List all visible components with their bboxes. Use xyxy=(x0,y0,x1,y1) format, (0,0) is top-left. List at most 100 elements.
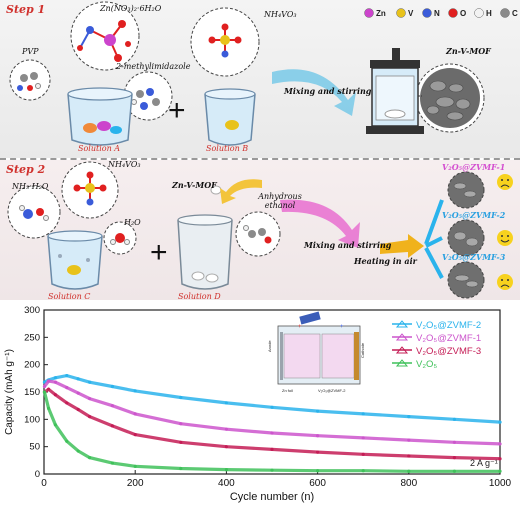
atom-legend-dot xyxy=(364,8,374,18)
legend-label: V₂O₅@ZVMF-3 xyxy=(416,346,481,357)
data-point xyxy=(452,456,456,460)
y-tick-label: 50 xyxy=(29,442,40,453)
data-point xyxy=(270,468,274,472)
nh4vo3-label-step1: NH₄VO₃ xyxy=(264,10,297,19)
atom-legend-label: H xyxy=(486,9,492,18)
data-point xyxy=(224,401,228,405)
data-point xyxy=(76,391,80,395)
inset-zn-foil-label: Zn foil xyxy=(282,388,293,393)
methylimidazole-label: 2-methylimidazole xyxy=(116,62,191,71)
data-point xyxy=(179,440,183,444)
product-label-3: V₂O₅@ZVMF-3 xyxy=(442,252,506,262)
data-point xyxy=(361,412,365,416)
solution-b-label: Solution B xyxy=(206,144,249,153)
solution-d-label: Solution D xyxy=(178,292,221,301)
data-point xyxy=(179,422,183,426)
series-line-3 xyxy=(42,391,500,473)
y-axis-label: Capacity (mAh g⁻¹) xyxy=(4,349,15,435)
data-point xyxy=(65,374,69,378)
step1-illustration: + xyxy=(9,1,485,146)
nh4vo3-label-step2: NH₄VO₃ xyxy=(108,160,141,169)
atom-legend-dot xyxy=(396,8,406,18)
legend-label: V₂O₅@ZVMF-2 xyxy=(416,320,481,331)
data-point xyxy=(53,376,58,380)
data-point xyxy=(110,461,114,465)
beaker-solution-d xyxy=(177,185,233,290)
pvp-molecule xyxy=(17,72,41,91)
data-point xyxy=(316,434,320,438)
y-tick-label: 150 xyxy=(24,387,40,398)
branch-arrow-1 xyxy=(424,199,444,245)
y-tick-label: 100 xyxy=(24,414,40,425)
legend-marker xyxy=(395,320,409,328)
zn-v-mof-label-step1: Zn-V-MOF xyxy=(446,46,491,56)
product-label-1: V₂O₅@ZVMF-1 xyxy=(442,162,506,172)
data-point xyxy=(76,449,80,453)
beaker-solution-b xyxy=(204,88,256,146)
data-point xyxy=(361,452,365,456)
y-tick-label: 250 xyxy=(24,332,40,343)
autoclave xyxy=(366,48,424,134)
plot-frame xyxy=(43,309,501,475)
inset-cathode-material-label: V₂O₅@ZVMF-2 xyxy=(318,388,346,393)
atom-legend-label: O xyxy=(460,9,466,18)
x-tick-label: 200 xyxy=(127,478,144,489)
x-axis-label: Cycle number (n) xyxy=(230,491,314,503)
legend-marker xyxy=(395,333,409,341)
data-point xyxy=(316,469,320,473)
data-point xyxy=(452,417,456,421)
data-point xyxy=(361,436,365,440)
h2o-label: H₂O xyxy=(124,218,141,227)
x-tick-label: 1000 xyxy=(489,478,512,489)
data-point xyxy=(88,456,92,460)
solution-c-label: Solution C xyxy=(48,292,91,301)
branch-arrow-2 xyxy=(425,236,443,248)
data-point xyxy=(110,404,114,408)
data-point xyxy=(53,380,58,384)
ethanol-label: Anhydrous ethanol xyxy=(258,192,302,210)
x-tick-label: 400 xyxy=(218,478,235,489)
product-sem-1 xyxy=(447,171,485,209)
data-point xyxy=(407,469,411,473)
data-point xyxy=(133,433,137,437)
data-point xyxy=(316,409,320,413)
plus-sign-step2: + xyxy=(150,236,168,269)
nh4vo3-molecule-1 xyxy=(208,23,242,58)
data-point xyxy=(76,377,80,381)
branch-arrow-3 xyxy=(424,247,444,279)
data-point xyxy=(179,395,183,400)
data-point xyxy=(110,424,114,428)
atom-legend-dot xyxy=(500,8,510,18)
heating-arrow xyxy=(380,234,424,258)
mixing-arrow-step1 xyxy=(272,69,356,116)
zn-v-mof-label-step2: Zn-V-MOF xyxy=(172,180,217,190)
data-point xyxy=(452,440,456,444)
heating-label: Heating in air xyxy=(354,256,417,266)
data-point xyxy=(46,406,51,410)
data-point xyxy=(53,423,58,427)
step1-title: Step 1 xyxy=(6,3,46,16)
beaker-solution-a xyxy=(67,87,133,146)
data-point xyxy=(498,457,502,461)
data-point xyxy=(88,380,92,384)
nh3h2o-molecule xyxy=(19,205,49,221)
data-point xyxy=(46,379,51,383)
atom-legend-label: C xyxy=(512,9,518,18)
data-point xyxy=(133,389,137,393)
data-point xyxy=(270,447,274,451)
happy-face-icon xyxy=(497,230,513,246)
nh4vo3-molecule-2 xyxy=(73,171,107,206)
sad-face-icon xyxy=(497,274,513,290)
series-line-0 xyxy=(43,373,501,424)
legend-label: V₂O₅@ZVMF-1 xyxy=(416,333,481,344)
data-point xyxy=(42,384,47,389)
step2-illustration: + xyxy=(7,161,513,299)
legend-label: V₂O₅ xyxy=(416,359,437,370)
pvp-label: PVP xyxy=(22,47,39,56)
data-point xyxy=(361,469,365,473)
mixing-arrow-step2 xyxy=(280,199,360,248)
svg-text:+: + xyxy=(340,324,344,330)
